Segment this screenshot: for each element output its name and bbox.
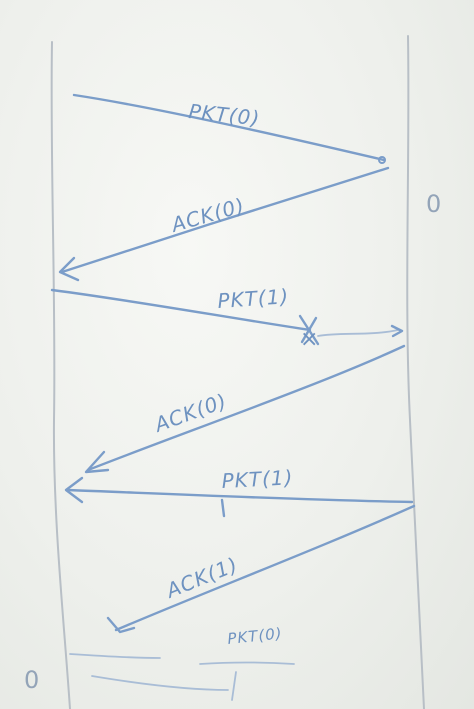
- receiver-state-mark: 0: [426, 190, 441, 218]
- message-arrow-3: [50, 288, 404, 346]
- message-arrow-2: [58, 166, 390, 282]
- message-arrow-1: [72, 93, 386, 164]
- sender-state-mark: 0: [24, 666, 39, 694]
- message-arrow-7: [69, 653, 295, 701]
- lost-packet-mark: ×: [300, 327, 319, 352]
- message-label-1: PKT(0): [187, 99, 261, 130]
- message-label-7: PKT(0): [227, 624, 284, 648]
- message-label-3: PKT(1): [217, 284, 290, 313]
- receiver-timeline: [406, 35, 425, 709]
- message-arrow-6: [106, 504, 416, 634]
- message-label-5: PKT(1): [221, 465, 294, 493]
- message-label-2: ACK(0): [167, 193, 248, 237]
- sender-timeline: [50, 41, 71, 709]
- message-arrow-5: [64, 476, 414, 518]
- message-arrow-4: [84, 344, 406, 474]
